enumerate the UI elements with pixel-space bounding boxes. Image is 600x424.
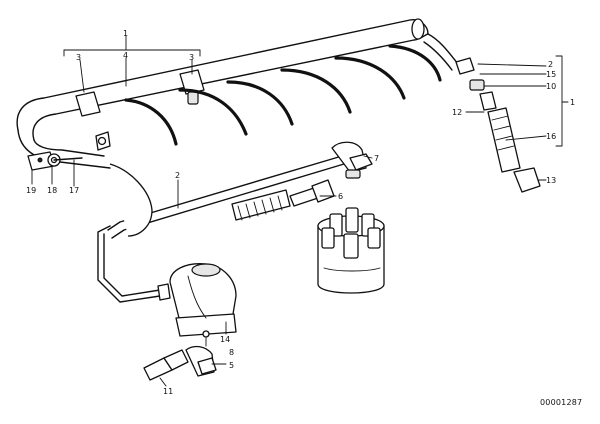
callout-3-left: 3: [76, 53, 81, 62]
ignition-lead-tube: [16, 18, 429, 169]
angled-connector: [331, 141, 373, 179]
callout-8: 8: [229, 348, 234, 357]
diagram-reference-number: 00001287: [540, 398, 582, 407]
callout-4: 4: [123, 51, 128, 60]
plug-connectors-bottom: [143, 345, 217, 381]
callout-18: 18: [47, 186, 57, 195]
right-lead: [423, 33, 541, 193]
lead-bundle: [231, 179, 335, 221]
callout-6: 6: [338, 192, 343, 201]
ignition-coil: [169, 263, 237, 338]
callout-3-right: 3: [189, 53, 194, 62]
callout-12: 12: [452, 108, 462, 117]
callout-10: 10: [546, 82, 556, 91]
callout-5: 5: [229, 361, 234, 370]
coil-lead: [97, 155, 345, 303]
left-connector: [27, 151, 153, 237]
callout-14: 14: [220, 335, 230, 344]
callout-15: 15: [546, 70, 556, 79]
callout-2-mid: 2: [175, 171, 180, 180]
callout-1-right: 1: [570, 98, 575, 107]
callout-7: 7: [374, 154, 379, 163]
callout-16: 16: [546, 132, 556, 141]
callout-13-right: 13: [546, 176, 556, 185]
callout-1-top: 1: [123, 29, 128, 38]
leader-lines: [31, 35, 569, 387]
spark-plug-leads: [124, 44, 442, 146]
callout-labels: 1 4 3 3 2 15 10 1 12 16 13 7 6 2 19 18 1…: [26, 29, 575, 396]
callout-2-right: 2: [548, 60, 553, 69]
callout-19: 19: [26, 186, 36, 195]
callout-17: 17: [69, 186, 79, 195]
callout-11: 11: [163, 387, 173, 396]
distributor-cap: [317, 207, 385, 294]
